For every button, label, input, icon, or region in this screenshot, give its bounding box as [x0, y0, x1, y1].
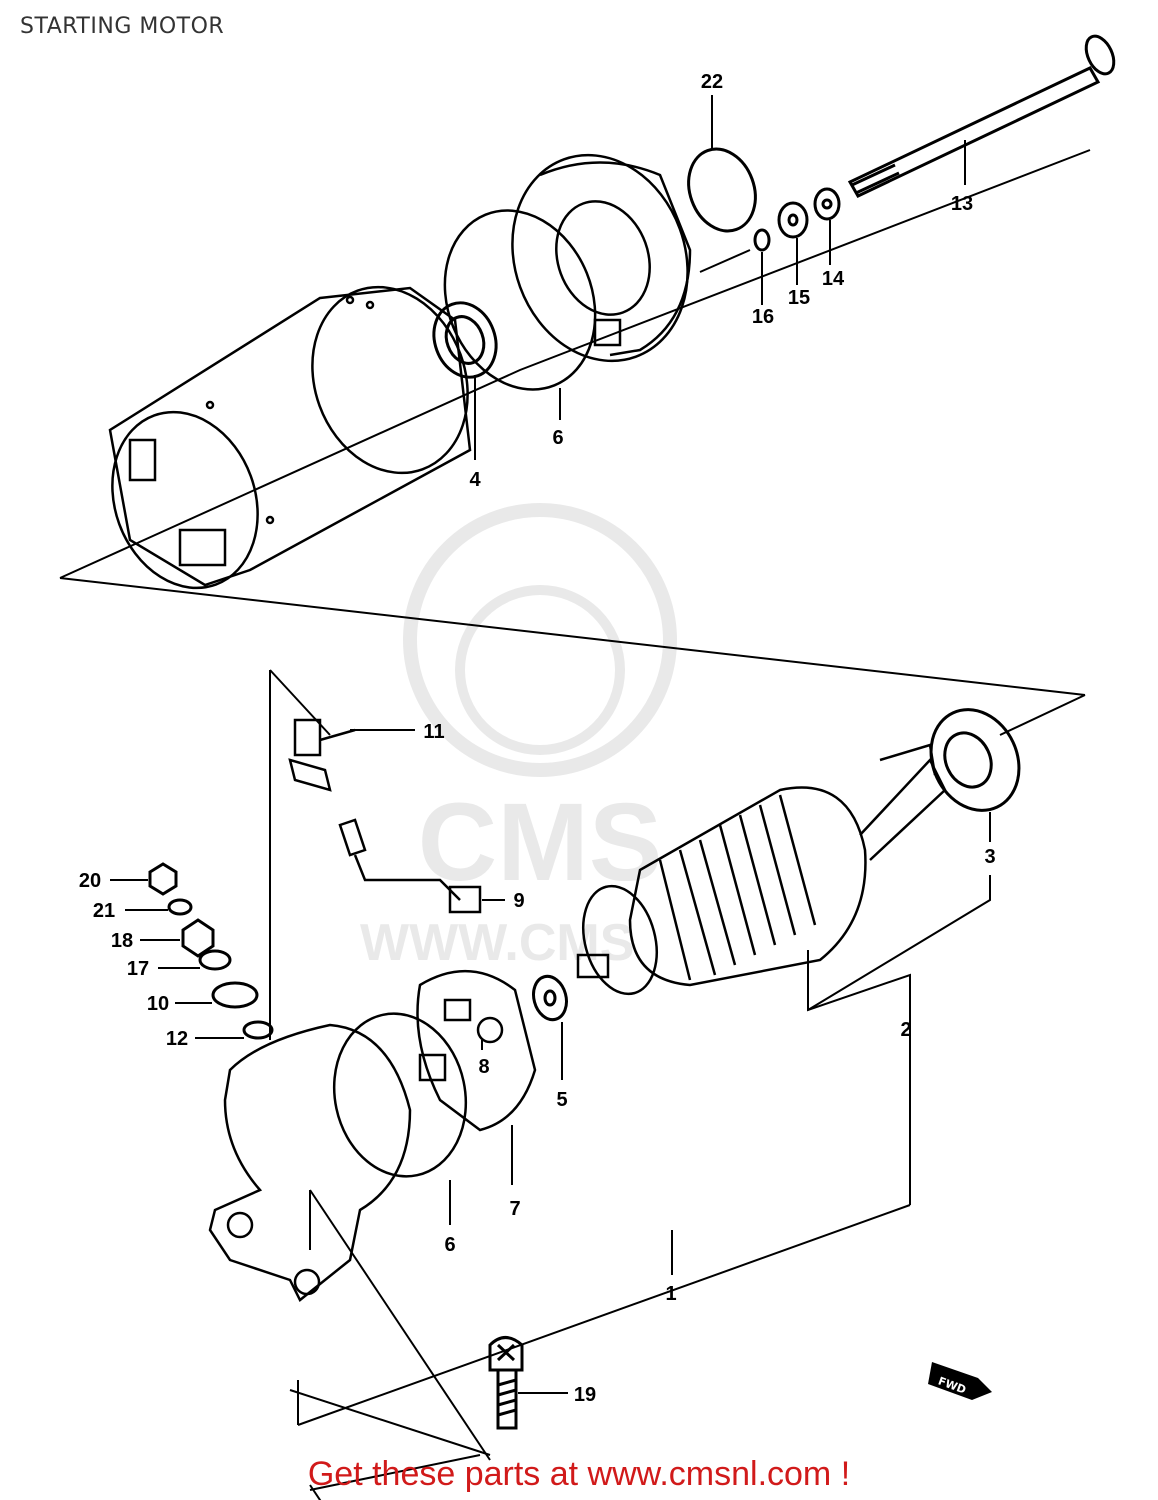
lower-frame-base: [297, 1204, 911, 1426]
part-washer-17: [198, 949, 232, 971]
upper-assembly-frame: [59, 149, 1091, 579]
part-label-8: 8: [478, 1056, 489, 1078]
fwd-arrow-icon: [928, 1362, 992, 1400]
part-oil-seal-4: [432, 301, 498, 379]
part-label-10: 10: [147, 993, 169, 1015]
part-label-12: 12: [166, 1028, 188, 1050]
part-label-13: 13: [951, 193, 973, 215]
page-title: STARTING MOTOR: [20, 14, 225, 39]
frame-3-bracket: [807, 875, 991, 1011]
part-label-3: 3: [984, 846, 995, 868]
leader-end-cover: [699, 249, 751, 273]
part-o-ring-22: [687, 147, 757, 233]
part-label-22: 22: [701, 71, 723, 93]
part-label-9: 9: [513, 890, 524, 912]
part-bolt-19: [488, 1336, 524, 1430]
lower-frame-right: [999, 694, 1086, 736]
watermark-logo-face: [455, 585, 625, 755]
part-label-21: 21: [93, 900, 115, 922]
part-label-6-upper: 6: [552, 427, 563, 449]
part-washer-15: [777, 201, 809, 239]
lower-frame-diag2: [309, 1454, 481, 1491]
part-brush-9: [448, 885, 482, 914]
part-washer-21: [167, 898, 193, 916]
part-through-bolt-13: [847, 34, 1116, 198]
lower-diag-lead: [309, 1189, 491, 1461]
part-armature-2: [576, 743, 947, 996]
part-insulator-10: [211, 981, 259, 1009]
part-label-15: 15: [788, 287, 810, 309]
lower-frame-diag: [289, 1389, 491, 1456]
upper-frame-bottom: [59, 577, 1086, 696]
leader-2: [807, 950, 911, 1093]
watermark-url-text: WWW.CMS: [360, 914, 634, 972]
part-label-17: 17: [127, 958, 149, 980]
part-label-18: 18: [111, 930, 133, 952]
part-nut-20: [148, 862, 178, 896]
part-label-16: 16: [752, 306, 774, 328]
part-label-19: 19: [574, 1384, 596, 1406]
part-label-6-lower: 6: [444, 1234, 455, 1256]
part-label-2: 2: [900, 1019, 911, 1041]
part-nut-18: [181, 918, 215, 958]
lower-frame-cross: [309, 1484, 322, 1500]
watermark-logo-text: CMS: [418, 781, 662, 904]
yoke-housing: [108, 285, 472, 590]
part-label-4: 4: [469, 469, 481, 491]
watermark-logo-circle: [403, 503, 677, 777]
part-bearing-3: [929, 708, 1021, 812]
part-labels: 22 13 16 15 14 6 4 11 3 9 20 21 18 17 10…: [79, 71, 996, 1406]
part-o-ring-12: [242, 1020, 274, 1040]
part-front-cover: [208, 1023, 412, 1302]
part-label-11: 11: [423, 721, 444, 743]
part-nut-14: [813, 187, 841, 221]
part-washer-5: [532, 974, 568, 1022]
fwd-direction-badge: FWD: [928, 1362, 992, 1400]
part-washer-16: [753, 228, 771, 252]
part-o-ring-6-lower: [332, 1012, 468, 1178]
part-label-7: 7: [509, 1198, 520, 1220]
footer-parts-link[interactable]: Get these parts at www.cmsnl.com !: [307, 1455, 851, 1493]
part-brush-terminal-11: [288, 718, 356, 792]
part-brush-plate-7: [416, 969, 537, 1132]
part-label-20: 20: [79, 870, 101, 892]
part-o-ring-6-upper: [443, 209, 597, 391]
part-label-1: 1: [665, 1283, 676, 1305]
part-end-cover: [511, 153, 692, 363]
part-label-14: 14: [822, 268, 845, 290]
part-label-5: 5: [556, 1089, 567, 1111]
watermark: CMS WWW.CMS: [360, 503, 677, 972]
